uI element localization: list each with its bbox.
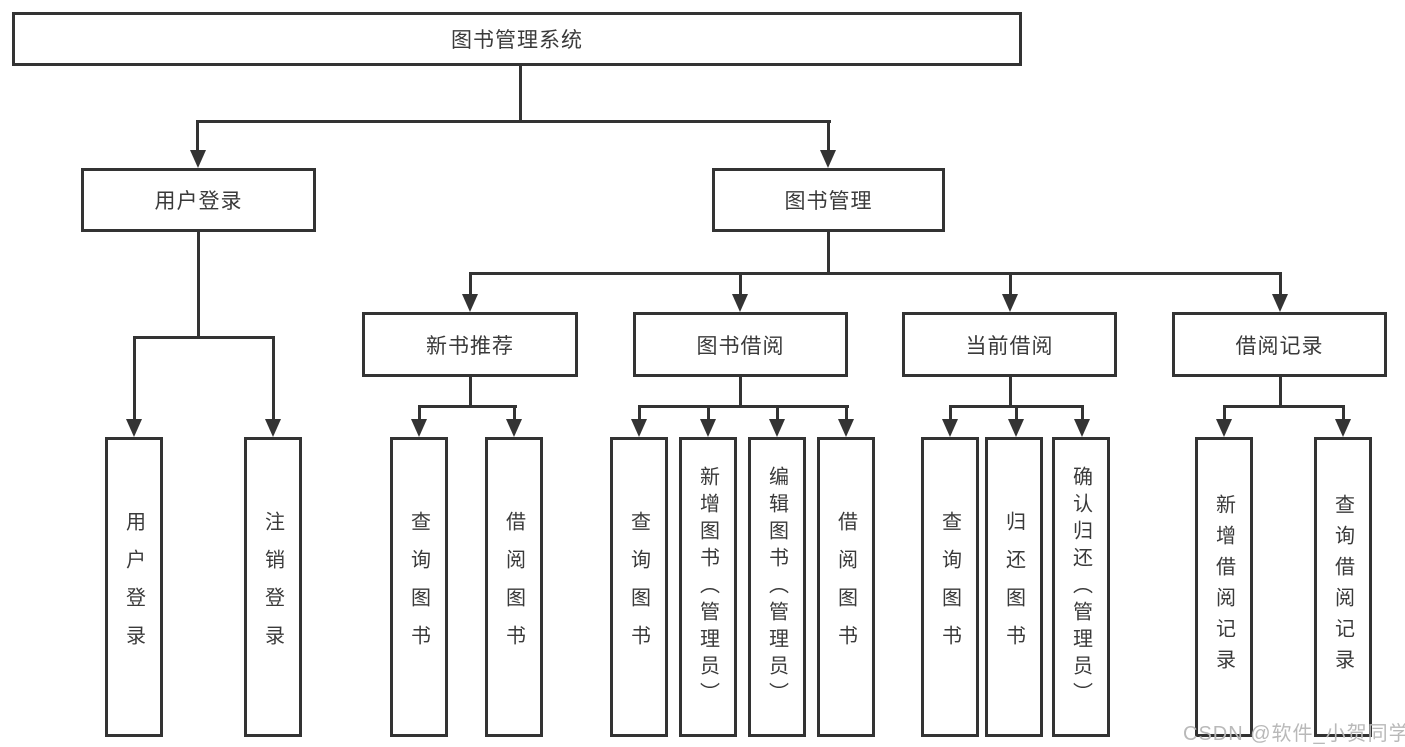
- connector-to-book-borrowing: [739, 272, 742, 296]
- connector-to-book-management: [827, 120, 830, 152]
- connector-leaf: [638, 405, 641, 421]
- leaf-logout: 注销登录: [244, 437, 302, 737]
- arrow-down-icon: [820, 150, 836, 168]
- arrow-down-icon: [1272, 294, 1288, 312]
- leaf-logout-label: 注销登录: [261, 511, 284, 663]
- leaf-br-query-record-label: 查询借阅记录: [1331, 494, 1354, 680]
- connector-borrowing-records-stem: [1279, 377, 1282, 408]
- connector-leaf: [845, 405, 848, 421]
- node-borrowing-records: 借阅记录: [1172, 312, 1387, 377]
- leaf-nb-query-books-label: 查询图书: [407, 511, 430, 663]
- leaf-nb-borrow-books: 借阅图书: [485, 437, 543, 737]
- arrow-down-icon: [1335, 419, 1351, 437]
- connector-to-leaf-logout: [272, 336, 275, 421]
- leaf-bb-query-books: 查询图书: [610, 437, 668, 737]
- connector-leaf: [1223, 405, 1226, 421]
- arrow-down-icon: [769, 419, 785, 437]
- arrow-down-icon: [506, 419, 522, 437]
- connector-root-hline: [196, 120, 831, 123]
- connector-new-book-hline: [418, 405, 517, 408]
- connector-leaf: [949, 405, 952, 421]
- node-borrowing-records-label: 借阅记录: [1235, 334, 1324, 358]
- leaf-cb-query-books-label: 查询图书: [938, 511, 961, 663]
- arrow-down-icon: [462, 294, 478, 312]
- csdn-watermark: CSDN @软件_小贺同学: [1183, 723, 1405, 745]
- arrow-down-icon: [732, 294, 748, 312]
- node-book-management: 图书管理: [712, 168, 945, 232]
- node-book-borrowing-label: 图书借阅: [696, 334, 785, 358]
- leaf-cb-confirm-return-admin: 确认归还（管理员）: [1052, 437, 1110, 737]
- node-new-book-recommend-label: 新书推荐: [426, 334, 514, 358]
- connector-user-login-hline: [133, 336, 275, 339]
- leaf-nb-query-books: 查询图书: [390, 437, 448, 737]
- node-new-book-recommend: 新书推荐: [362, 312, 578, 377]
- connector-leaf: [1015, 405, 1018, 421]
- arrow-down-icon: [126, 419, 142, 437]
- arrow-down-icon: [631, 419, 647, 437]
- arrow-down-icon: [190, 150, 206, 168]
- connector-to-leaf-login: [133, 336, 136, 421]
- connector-leaf: [1342, 405, 1345, 421]
- connector-leaf: [513, 405, 516, 421]
- leaf-bb-edit-books-admin: 编辑图书（管理员）: [748, 437, 806, 737]
- connector-to-new-book: [469, 272, 472, 296]
- leaf-bb-borrow-books-label: 借阅图书: [834, 511, 857, 663]
- connector-to-user-login: [196, 120, 199, 152]
- leaf-br-query-record: 查询借阅记录: [1314, 437, 1372, 737]
- arrow-down-icon: [700, 419, 716, 437]
- node-current-borrowing: 当前借阅: [902, 312, 1117, 377]
- leaf-bb-add-books-admin: 新增图书（管理员）: [679, 437, 737, 737]
- node-book-management-label: 图书管理: [784, 190, 873, 213]
- connector-current-borrowing-stem: [1009, 377, 1012, 408]
- node-user-login: 用户登录: [81, 168, 316, 232]
- arrow-down-icon: [1008, 419, 1024, 437]
- leaf-cb-return-books: 归还图书: [985, 437, 1043, 737]
- node-book-borrowing: 图书借阅: [633, 312, 848, 377]
- arrow-down-icon: [411, 419, 427, 437]
- leaf-bb-edit-books-admin-label: 编辑图书（管理员）: [765, 465, 788, 709]
- leaf-cb-query-books: 查询图书: [921, 437, 979, 737]
- arrow-down-icon: [1074, 419, 1090, 437]
- connector-book-mgmt-hline: [469, 272, 1282, 275]
- connector-leaf: [418, 405, 421, 421]
- leaf-cb-return-books-label: 归还图书: [1002, 511, 1025, 663]
- node-user-login-label: 用户登录: [154, 190, 243, 213]
- leaf-bb-borrow-books: 借阅图书: [817, 437, 875, 737]
- connector-to-current-borrowing: [1009, 272, 1012, 296]
- node-library-system-label: 图书管理系统: [451, 29, 583, 52]
- leaf-nb-borrow-books-label: 借阅图书: [502, 511, 525, 663]
- arrow-down-icon: [265, 419, 281, 437]
- connector-leaf: [1081, 405, 1084, 421]
- connector-book-mgmt-stem: [827, 232, 830, 275]
- connector-borrowing-records-hline: [1223, 405, 1345, 408]
- connector-user-login-stem: [197, 232, 200, 339]
- leaf-cb-confirm-return-admin-label: 确认归还（管理员）: [1069, 465, 1092, 709]
- leaf-bb-add-books-admin-label: 新增图书（管理员）: [696, 465, 719, 709]
- connector-to-borrowing-records: [1279, 272, 1282, 296]
- leaf-bb-query-books-label: 查询图书: [627, 511, 650, 663]
- arrow-down-icon: [1216, 419, 1232, 437]
- connector-book-borrowing-hline: [638, 405, 849, 408]
- connector-new-book-stem: [469, 377, 472, 408]
- leaf-user-login-label: 用户登录: [122, 511, 145, 663]
- leaf-br-add-record: 新增借阅记录: [1195, 437, 1253, 737]
- leaf-user-login: 用户登录: [105, 437, 163, 737]
- arrow-down-icon: [1002, 294, 1018, 312]
- connector-root-stem: [519, 66, 522, 123]
- arrow-down-icon: [838, 419, 854, 437]
- arrow-down-icon: [942, 419, 958, 437]
- node-library-system: 图书管理系统: [12, 12, 1022, 66]
- connector-leaf: [776, 405, 779, 421]
- node-current-borrowing-label: 当前借阅: [965, 334, 1054, 358]
- leaf-br-add-record-label: 新增借阅记录: [1212, 494, 1235, 680]
- connector-book-borrowing-stem: [739, 377, 742, 408]
- connector-leaf: [707, 405, 710, 421]
